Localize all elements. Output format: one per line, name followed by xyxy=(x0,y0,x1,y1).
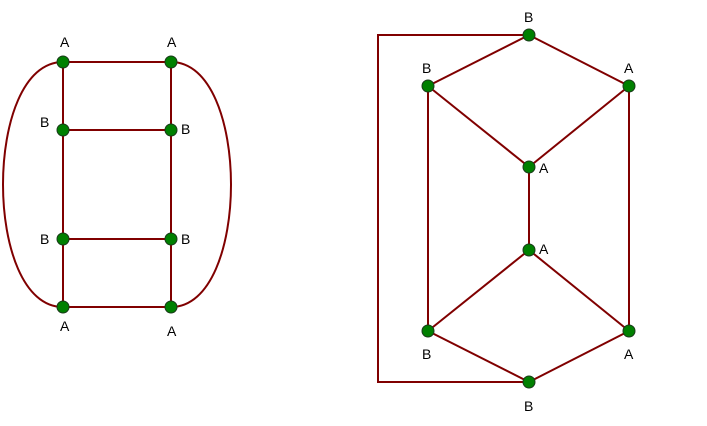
edge xyxy=(528,330,630,383)
edge xyxy=(427,85,530,168)
node xyxy=(56,55,70,69)
edge xyxy=(377,34,529,383)
node-label: A xyxy=(167,34,177,50)
node xyxy=(164,55,178,69)
node-label: B xyxy=(40,231,49,247)
node-label: B xyxy=(422,60,431,76)
edge xyxy=(528,85,630,168)
right-graph: B B A A A B A B xyxy=(377,9,636,414)
node xyxy=(164,232,178,246)
node xyxy=(164,123,178,137)
edge xyxy=(2,61,64,308)
node xyxy=(421,79,435,93)
node-label: A xyxy=(60,34,70,50)
edge xyxy=(427,34,530,87)
edge xyxy=(427,330,530,383)
node xyxy=(421,324,435,338)
node-label: A xyxy=(624,60,634,76)
node xyxy=(522,375,536,389)
node-label: A xyxy=(167,323,177,339)
node xyxy=(56,232,70,246)
node-label: B xyxy=(40,114,49,130)
node-label: A xyxy=(539,160,549,176)
node xyxy=(522,243,536,257)
node xyxy=(56,123,70,137)
node-label: A xyxy=(60,318,70,334)
node-label: A xyxy=(624,346,634,362)
edge xyxy=(170,61,232,308)
node xyxy=(164,300,178,314)
node xyxy=(522,28,536,42)
node xyxy=(622,324,636,338)
node xyxy=(56,300,70,314)
node-label: B xyxy=(422,346,431,362)
node-label: B xyxy=(524,398,533,414)
node-label: B xyxy=(181,231,190,247)
edge xyxy=(427,249,530,332)
node xyxy=(622,79,636,93)
node-label: B xyxy=(181,121,190,137)
edge xyxy=(528,34,630,87)
left-graph: A A B B B B A A xyxy=(2,34,232,339)
node-label: B xyxy=(524,9,533,25)
node xyxy=(522,160,536,174)
edge xyxy=(528,249,630,332)
node-label: A xyxy=(539,241,549,257)
